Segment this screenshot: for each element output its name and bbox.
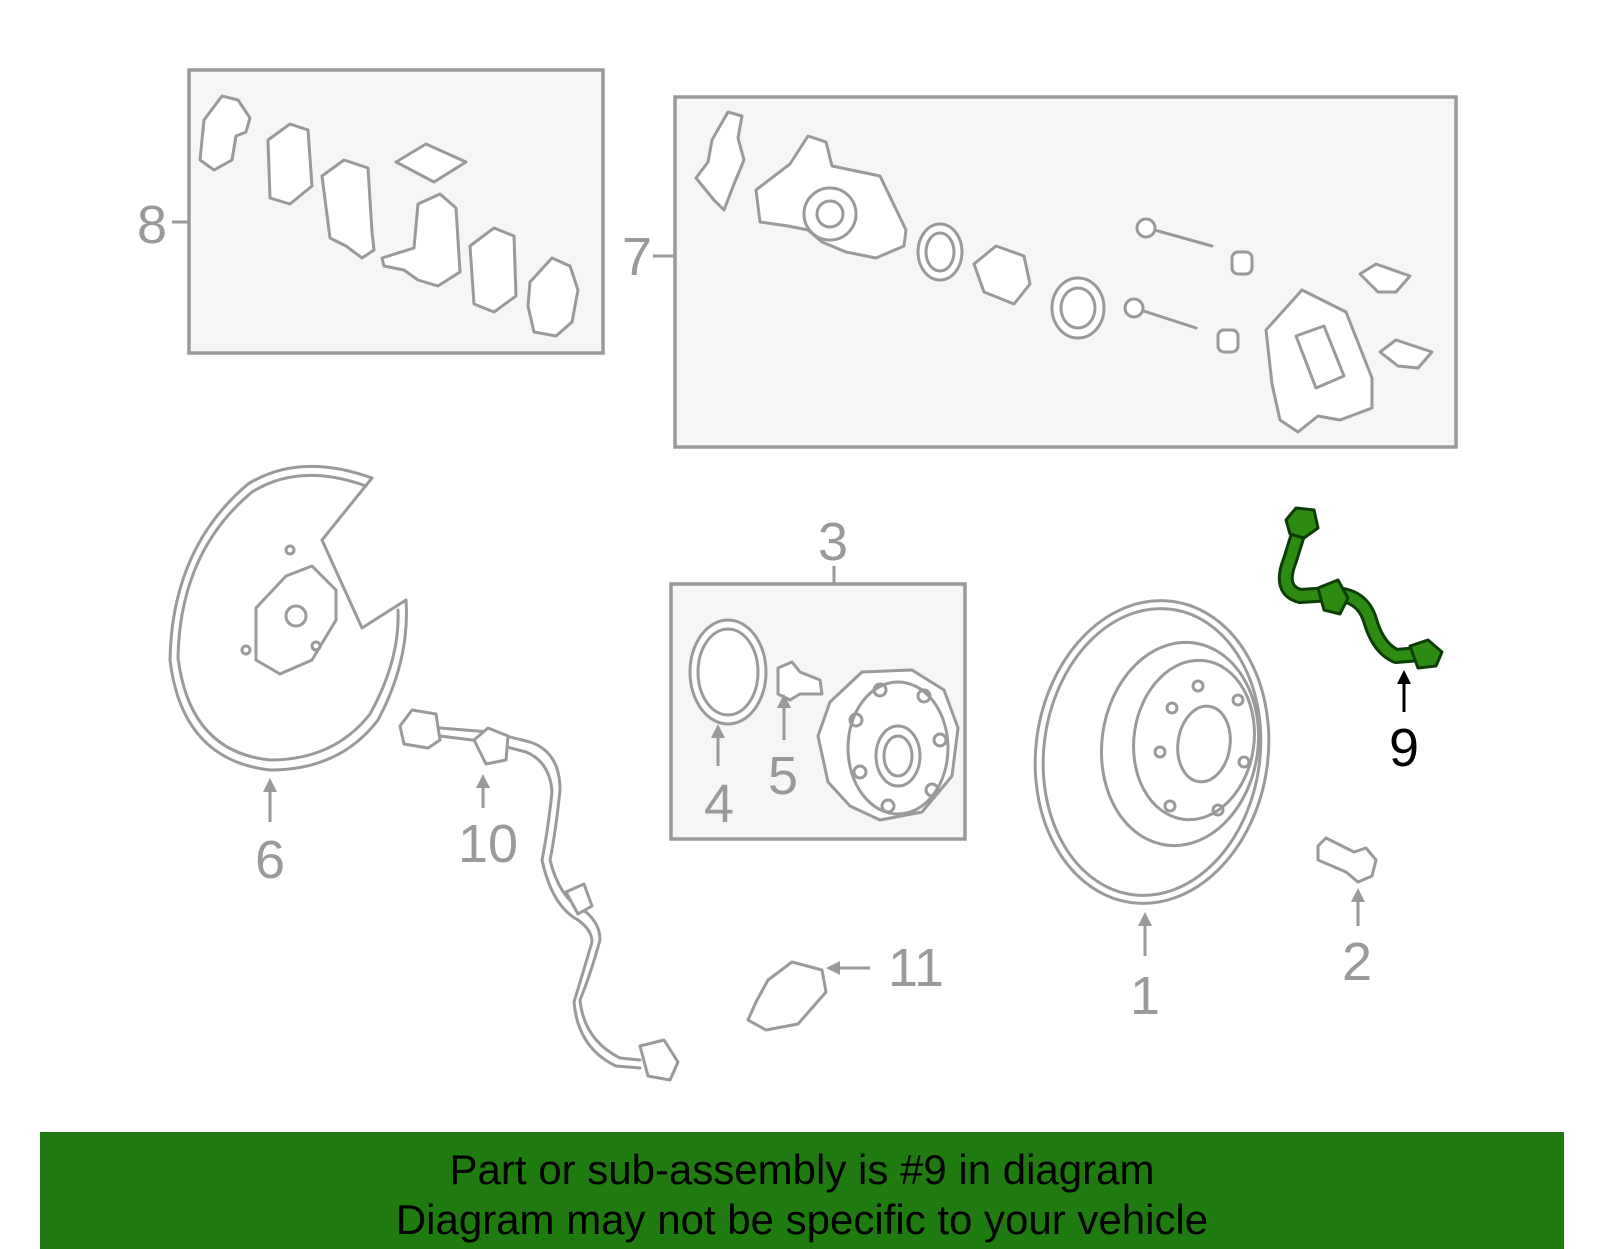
callout-10: 10 bbox=[458, 814, 518, 874]
caliper-bracket bbox=[1264, 288, 1374, 434]
wear-indicator bbox=[394, 142, 468, 184]
callout-7: 7 bbox=[622, 227, 652, 287]
brake-pad-backing-2 bbox=[380, 192, 462, 288]
abs-sensor bbox=[398, 708, 680, 1082]
callout-2: 2 bbox=[1342, 932, 1372, 992]
hose-fitting-bottom bbox=[1408, 638, 1444, 670]
caliper-clip bbox=[694, 110, 746, 212]
hub-group bbox=[669, 566, 967, 841]
hub-bearing bbox=[816, 668, 960, 822]
hose-bracket bbox=[1316, 578, 1350, 616]
hose-fitting-top bbox=[1284, 506, 1320, 540]
banner-line-1: Part or sub-assembly is #9 in diagram bbox=[449, 1146, 1155, 1193]
pad-clip-upper bbox=[1358, 262, 1412, 294]
info-banner: Part or sub-assembly is #9 in diagram Di… bbox=[40, 1132, 1564, 1249]
wheel-stud bbox=[776, 660, 824, 702]
callout-5: 5 bbox=[768, 746, 798, 806]
sensor-bracket bbox=[746, 960, 828, 1032]
rotor-screw bbox=[1316, 836, 1378, 884]
brake-pad-2 bbox=[468, 226, 518, 314]
brake-hose-highlighted bbox=[1277, 506, 1444, 670]
callout-1: 1 bbox=[1130, 966, 1160, 1026]
piston bbox=[972, 244, 1032, 306]
callout-8: 8 bbox=[137, 195, 167, 255]
banner-line-2: Diagram may not be specific to your vehi… bbox=[395, 1196, 1209, 1243]
callout-6: 6 bbox=[255, 830, 285, 890]
brake-rotor bbox=[1033, 599, 1271, 905]
callout-9: 9 bbox=[1389, 718, 1419, 778]
brake-pad-1 bbox=[266, 122, 314, 206]
guide-bushing-upper bbox=[1230, 250, 1254, 276]
o-ring bbox=[688, 618, 768, 726]
callout-4: 4 bbox=[704, 774, 734, 834]
caliper-body bbox=[754, 134, 908, 260]
callout-11: 11 bbox=[888, 938, 944, 998]
pad-shim-left bbox=[198, 94, 252, 172]
splash-shield bbox=[168, 464, 408, 772]
guide-bushing-lower bbox=[1216, 328, 1240, 354]
pad-clip-lower bbox=[1378, 338, 1434, 370]
pad-set-group bbox=[172, 68, 605, 355]
callout-3: 3 bbox=[818, 512, 848, 572]
caliper-group bbox=[653, 95, 1458, 449]
brake-pad-backing-1 bbox=[320, 158, 376, 260]
pad-shim-right bbox=[526, 256, 580, 338]
